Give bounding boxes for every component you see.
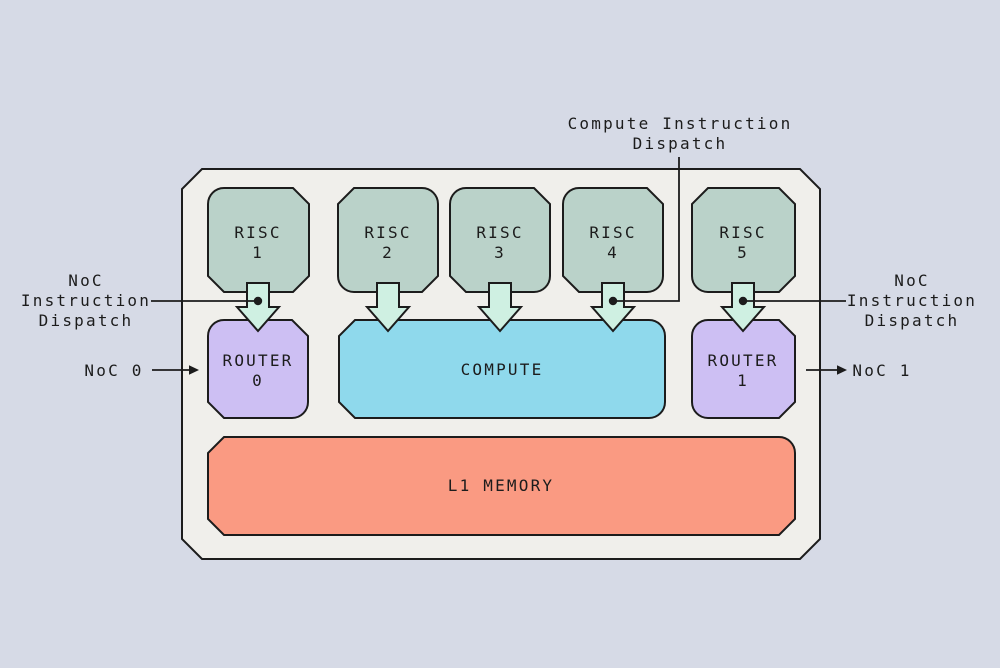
junction-dot-risc5 xyxy=(738,296,748,306)
noc0-label: NoC 0 xyxy=(84,361,143,380)
risc-core-box-1 xyxy=(207,187,310,293)
risc-2-name: RISC xyxy=(364,223,411,242)
noc0-arrowhead-icon xyxy=(189,365,199,375)
risc-4-number: 4 xyxy=(607,243,619,262)
risc-core-box-5 xyxy=(691,187,796,293)
risc-core-box-3 xyxy=(449,187,551,293)
router-0-number: 0 xyxy=(252,371,264,390)
compute-dispatch-line2: Dispatch xyxy=(633,134,728,153)
risc-core-box-2 xyxy=(337,187,439,293)
right-dispatch-line3: Dispatch xyxy=(865,311,960,330)
dispatch-arrow-icon-3 xyxy=(476,282,524,333)
risc-5-name: RISC xyxy=(719,223,766,242)
risc-3-number: 3 xyxy=(494,243,506,262)
dispatch-arrow-icon-2 xyxy=(364,282,412,333)
risc-4-name: RISC xyxy=(589,223,636,242)
right-dispatch-line2: Instruction xyxy=(847,291,977,310)
left-dispatch-line2: Instruction xyxy=(21,291,151,310)
noc1-arrowhead-icon xyxy=(837,365,847,375)
router-0-name: ROUTER xyxy=(223,351,294,370)
router-1-name: ROUTER xyxy=(708,351,779,370)
compute-dispatch-line xyxy=(613,157,680,302)
risc-1-number: 1 xyxy=(252,243,264,262)
compute-box xyxy=(338,319,666,419)
risc-core-box-4 xyxy=(562,187,664,293)
risc-3-name: RISC xyxy=(476,223,523,242)
junction-dot-risc1 xyxy=(253,296,263,306)
left-dispatch-line3: Dispatch xyxy=(39,311,134,330)
router-1-number: 1 xyxy=(737,371,749,390)
left-dispatch-line1: NoC xyxy=(68,271,104,290)
router-1-box xyxy=(691,319,796,419)
dispatch-arrow-icon-5 xyxy=(719,282,767,333)
risc-2-number: 2 xyxy=(382,243,394,262)
dispatch-arrow-icon-4 xyxy=(589,282,637,333)
risc-5-number: 5 xyxy=(737,243,749,262)
l1-memory-box xyxy=(207,436,796,536)
compute-dispatch-line1: Compute Instruction xyxy=(568,114,793,133)
junction-dot-risc4 xyxy=(608,296,618,306)
right-dispatch-line1: NoC xyxy=(894,271,930,290)
noc1-label: NoC 1 xyxy=(852,361,911,380)
l1-memory-label: L1 MEMORY xyxy=(448,476,555,495)
compute-label: COMPUTE xyxy=(461,360,544,379)
router-0-box xyxy=(207,319,309,419)
dispatch-arrow-icon-1 xyxy=(234,282,282,333)
risc-1-name: RISC xyxy=(234,223,281,242)
